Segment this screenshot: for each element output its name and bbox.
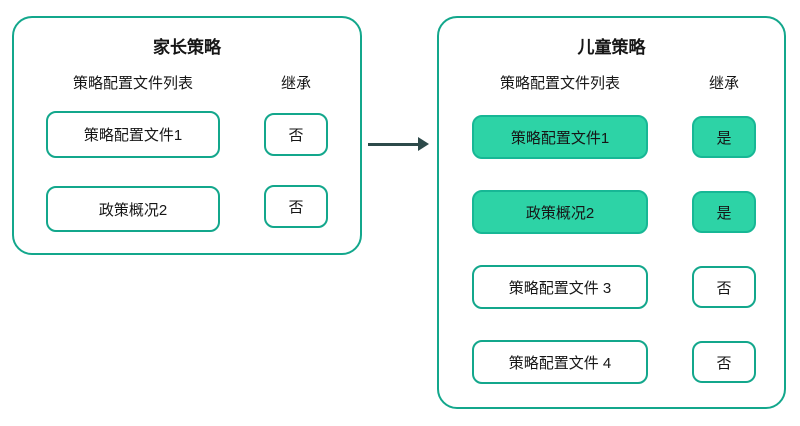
parent-profile-pill-1: 策略配置文件1 bbox=[46, 111, 220, 158]
child-inherit-badge-4: 否 bbox=[692, 341, 756, 383]
child-profile-pill-4: 策略配置文件 4 bbox=[472, 340, 648, 384]
child-inherit-badge-2: 是 bbox=[692, 191, 756, 233]
parent-inherit-badge-1: 否 bbox=[264, 113, 328, 156]
arrow-head-icon bbox=[418, 137, 429, 151]
child-column-header-profiles: 策略配置文件列表 bbox=[499, 75, 620, 92]
child-policy-panel: 儿童策略 策略配置文件列表 继承 策略配置文件1 是 政策概况2 是 策略配置文… bbox=[437, 16, 786, 409]
child-profile-pill-1: 策略配置文件1 bbox=[472, 115, 648, 159]
child-profile-pill-3: 策略配置文件 3 bbox=[472, 265, 648, 309]
child-inherit-badge-1: 是 bbox=[692, 116, 756, 158]
child-panel-title: 儿童策略 bbox=[577, 38, 646, 57]
child-column-header-inherit: 继承 bbox=[708, 75, 739, 92]
parent-policy-panel: 家长策略 策略配置文件列表 继承 策略配置文件1 否 政策概况2 否 bbox=[12, 16, 362, 255]
parent-profile-pill-2: 政策概况2 bbox=[46, 186, 220, 232]
parent-column-header-profiles: 策略配置文件列表 bbox=[72, 75, 193, 92]
child-profile-pill-2: 政策概况2 bbox=[472, 190, 648, 234]
parent-inherit-badge-2: 否 bbox=[264, 185, 328, 228]
child-inherit-badge-3: 否 bbox=[692, 266, 756, 308]
parent-column-header-inherit: 继承 bbox=[280, 75, 311, 92]
parent-panel-title: 家长策略 bbox=[153, 38, 221, 57]
inheritance-flow-arrow bbox=[368, 137, 429, 151]
